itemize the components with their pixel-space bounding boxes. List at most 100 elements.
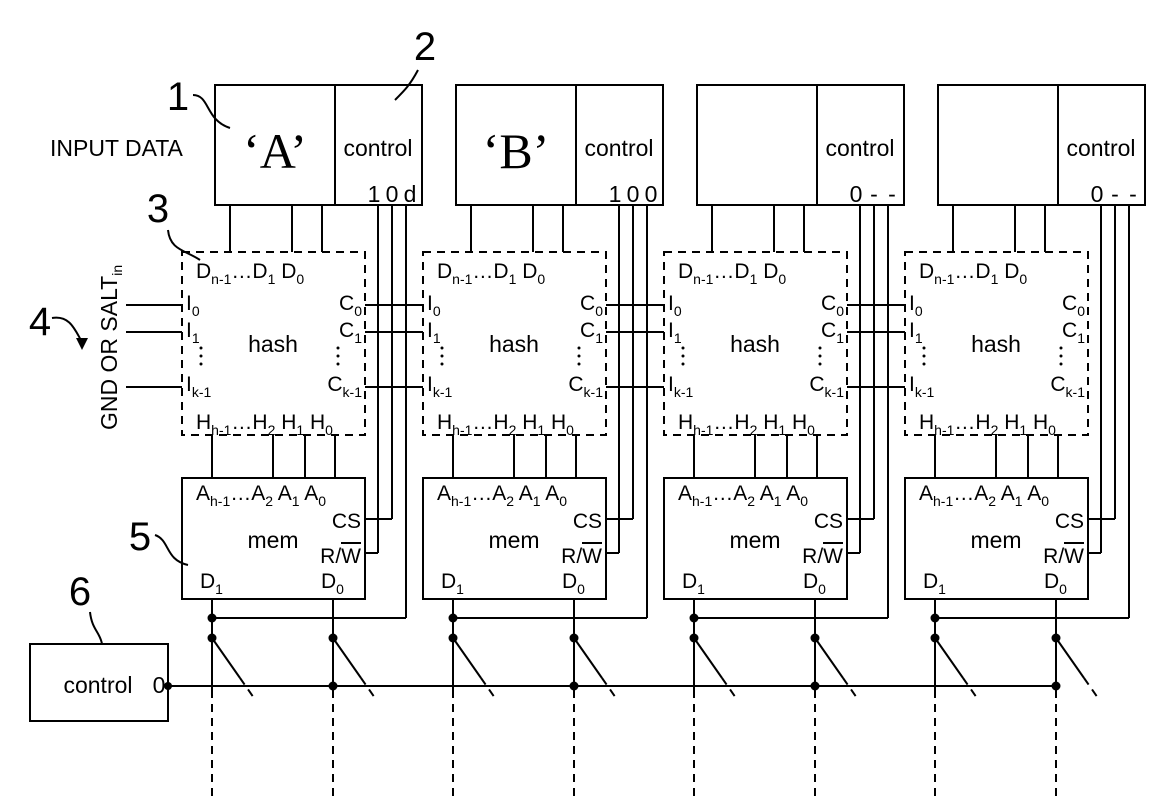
junction-dot [930, 613, 940, 623]
ellipsis-dot [681, 346, 685, 350]
control-box [816, 84, 905, 206]
rw-write: W [1064, 545, 1084, 568]
pin-subscript: 1 [456, 581, 464, 597]
pin-base: …A [712, 482, 747, 505]
hash-block [181, 251, 366, 436]
pin-subscript: 1 [1019, 422, 1027, 438]
pin-base: D [321, 570, 336, 593]
control-bit: 0 [1091, 181, 1104, 207]
pin-subscript: 1 [836, 330, 844, 346]
pin-subscript: h-1 [211, 422, 231, 438]
control-bit: d [404, 181, 417, 207]
mem-d0-pin: D0 [1044, 570, 1067, 597]
hash-block [663, 251, 848, 436]
pin-base: …D [954, 260, 990, 283]
side-main: GND OR SALT [96, 276, 122, 430]
hash-input-pin: Ik-1 [186, 373, 212, 400]
switch-dash [601, 677, 617, 699]
pin-base: C [327, 373, 342, 396]
pin-base: C [580, 292, 595, 315]
pin-subscript: n-1 [693, 271, 713, 287]
hash-data-inputs: Dn-1…D1 D0 [678, 260, 786, 287]
pin-base: …H [954, 411, 990, 434]
pin-subscript: 0 [577, 581, 585, 597]
pin-subscript: 0 [674, 303, 682, 319]
mem-title: mem [488, 527, 539, 553]
pin-base: H [757, 411, 778, 434]
bottom-control-label: control [63, 672, 132, 698]
pin-base: I [668, 373, 674, 396]
hash-outputs: Hh-1…H2 H1 H0 [678, 411, 815, 438]
bottom-control-bit: 0 [153, 672, 166, 698]
pin-base: C [339, 319, 354, 342]
ellipsis-dot [922, 354, 926, 358]
mem-block [904, 477, 1089, 600]
hash-input-pin: I1 [427, 319, 441, 346]
pin-base: A [273, 482, 292, 505]
mem-d1-pin: D1 [441, 570, 464, 597]
pin-subscript: 1 [991, 271, 999, 287]
pin-subscript: 2 [265, 493, 273, 509]
ellipsis-dot [199, 346, 203, 350]
switch-dash [962, 677, 978, 699]
rw-read: R/ [1043, 545, 1064, 568]
hash-output-pin: C1 [580, 319, 603, 346]
reference-numeral: 2 [414, 25, 436, 69]
pin-subscript: 0 [807, 422, 815, 438]
pin-subscript: h-1 [451, 493, 471, 509]
control-bit: - [1129, 181, 1137, 207]
pin-subscript: 0 [1059, 581, 1067, 597]
pin-base: A [514, 482, 533, 505]
pin-subscript: k-1 [192, 384, 212, 400]
pin-subscript: n-1 [211, 271, 231, 287]
hash-output-pin: Ck-1 [1050, 373, 1085, 400]
switch-arm [573, 637, 603, 679]
hash-title: hash [971, 331, 1021, 357]
hash-title: hash [248, 331, 298, 357]
junction-dot [164, 682, 172, 690]
ellipsis-dot [199, 354, 203, 358]
control-box [575, 84, 664, 206]
pin-base: H [304, 411, 325, 434]
switch-dash [360, 677, 376, 699]
pin-base: C [580, 319, 595, 342]
input-data-box [214, 84, 336, 206]
pin-base: C [339, 292, 354, 315]
mem-rw-pin: R/W [561, 545, 602, 568]
hash-output-pin: Ck-1 [327, 373, 362, 400]
pin-base: C [809, 373, 824, 396]
input-data-value: ‘B’ [483, 123, 550, 179]
hash-input-pin: Ik-1 [427, 373, 453, 400]
control-bit: 0 [850, 181, 863, 207]
mem-cs-pin: CS [332, 510, 361, 533]
ellipsis-dot [818, 362, 822, 366]
ellipsis-dot [336, 362, 340, 366]
pin-base: D [803, 570, 818, 593]
pin-subscript: 2 [268, 422, 276, 438]
pin-subscript: 1 [1077, 330, 1085, 346]
pin-base: D [757, 260, 778, 283]
pin-subscript: 0 [1077, 303, 1085, 319]
pin-subscript: 0 [537, 271, 545, 287]
pin-base: D [919, 260, 934, 283]
hash-output-pin: C0 [1062, 292, 1085, 319]
pin-subscript: 0 [778, 271, 786, 287]
control-label: control [343, 135, 412, 161]
pin-subscript: 1 [915, 330, 923, 346]
pin-subscript: 2 [988, 493, 996, 509]
ellipsis-dot [577, 354, 581, 358]
pin-subscript: 1 [192, 330, 200, 346]
mem-rw-pin: R/W [320, 545, 361, 568]
input-data-box [696, 84, 818, 206]
leader-curve [394, 69, 419, 101]
pin-base: I [186, 292, 192, 315]
control-label: control [825, 135, 894, 161]
hash-input-pin: Ik-1 [668, 373, 694, 400]
leader-curve [89, 611, 103, 645]
hash-input-pin: Ik-1 [909, 373, 935, 400]
switch-arm [934, 637, 964, 679]
hash-data-inputs: Dn-1…D1 D0 [437, 260, 545, 287]
hash-input-pin: I0 [668, 292, 682, 319]
mem-address-pins: Ah-1…A2 A1 A0 [437, 482, 567, 509]
hash-outputs: Hh-1…H2 H1 H0 [437, 411, 574, 438]
